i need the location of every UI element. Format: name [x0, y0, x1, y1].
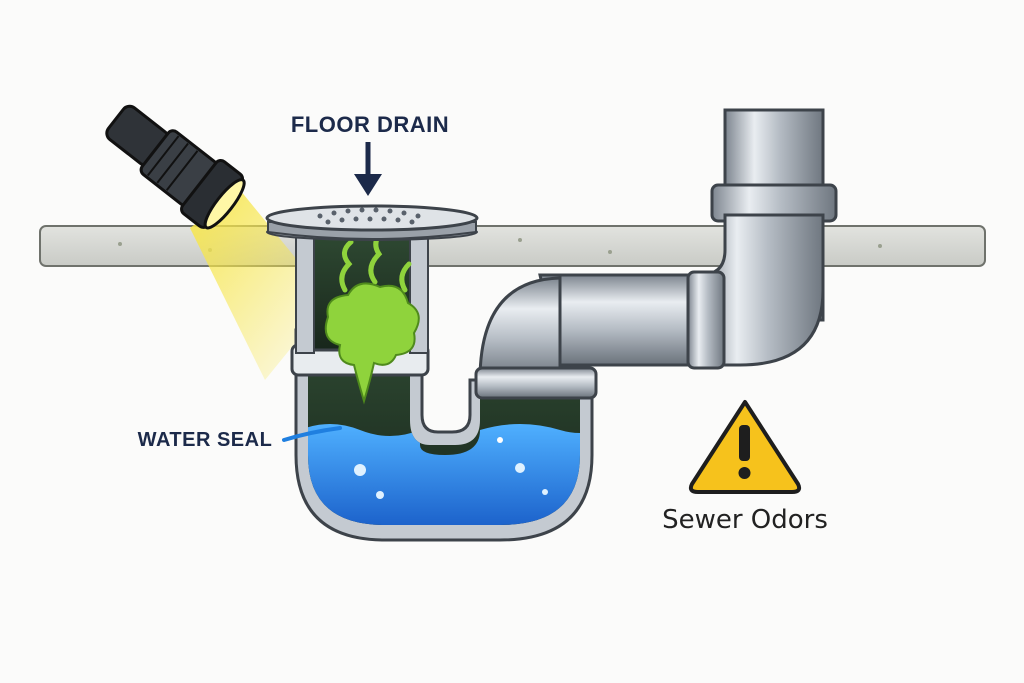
floor-drain-grate	[265, 204, 479, 241]
floor-slab	[39, 225, 986, 267]
odor-cloud	[324, 227, 420, 405]
warning-triangle-icon	[688, 400, 802, 494]
horizontal-pipe	[538, 213, 825, 370]
floor-drain-label: FLOOR DRAIN	[291, 112, 449, 137]
trap-outlet	[478, 276, 577, 382]
warning-label: Sewer Odors	[662, 505, 828, 535]
floor-drain-arrow	[354, 142, 382, 196]
p-trap	[290, 328, 598, 542]
flashlight-icon	[105, 104, 246, 230]
water-seal-label: WATER SEAL	[138, 429, 273, 451]
water-seal-pointer	[282, 426, 342, 442]
